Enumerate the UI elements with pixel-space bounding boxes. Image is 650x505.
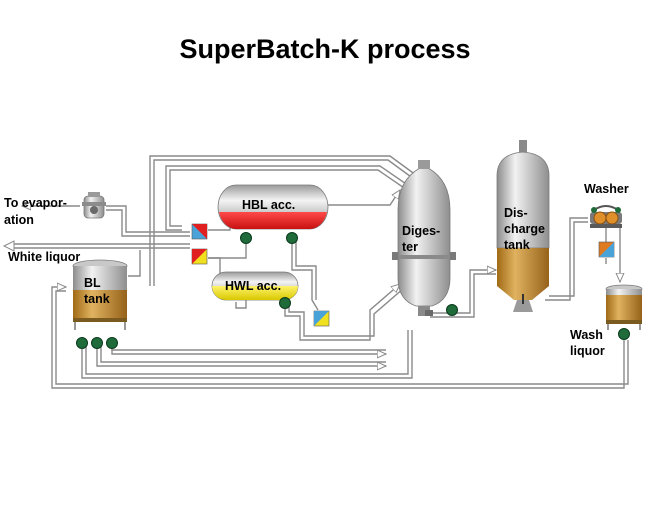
pipe-bl-pump1 [81, 330, 413, 379]
pump-wash-liquor [618, 328, 630, 340]
label-digester-1: Diges- [402, 224, 440, 238]
pipe-hwl-digester-b [288, 287, 405, 337]
heat-exchanger-yellow-blue [313, 310, 330, 327]
label-to-evaporation-2: ation [4, 213, 34, 227]
pipe-top-loop-outer [149, 155, 421, 286]
pump-digester-outlet [446, 304, 458, 316]
hwl-accumulator [211, 271, 299, 301]
label-white-liquor: White liquor [8, 250, 80, 264]
diagram-title: SuperBatch-K process [179, 34, 471, 64]
pump-bl-3 [106, 337, 118, 349]
washer [590, 205, 622, 228]
pipe-hbl-pump2-down-b [295, 238, 317, 300]
pipe-bl-pump2-b [100, 345, 386, 363]
pump-hbl-1 [240, 232, 252, 244]
pipe-wash-liquor-return-inner [55, 290, 629, 385]
heat-exchanger-red-blue [191, 223, 208, 240]
pipe-hwl-digester [284, 284, 400, 341]
label-to-evaporation-1: To evapor- [4, 196, 67, 210]
pipe-bl-pump1-b [85, 330, 409, 375]
pipe-hbl-digester [325, 190, 400, 206]
pipe-top-loop2 [165, 165, 413, 231]
bl-tank [72, 259, 128, 330]
label-digester-2: ter [402, 240, 418, 254]
discharge-tank-skirt [513, 300, 533, 312]
label-wash-liquor-2: liquor [570, 344, 605, 358]
pipe-top-loop-inner [153, 159, 419, 286]
white-liquor-arrow [2, 240, 15, 252]
pipe-discharge-washer [545, 217, 588, 301]
pipe-evap-right-b [106, 209, 190, 237]
label-discharge-tank-1: Dis- [504, 206, 528, 220]
label-discharge-tank-2: charge [504, 222, 545, 236]
hbl-accumulator [217, 184, 329, 230]
label-bl-tank-1: BL [84, 276, 101, 290]
wash-liquor-tank [605, 284, 643, 330]
heat-exchanger-red-yellow [191, 248, 208, 265]
pipe-discharge-washer-b [549, 221, 588, 297]
discharge-tank [496, 140, 550, 312]
label-washer: Washer [584, 182, 629, 196]
pipe-bl-pump3-b [111, 345, 386, 351]
pumps [76, 232, 630, 349]
label-discharge-tank-3: tank [504, 238, 530, 252]
pump-hwl [279, 297, 291, 309]
heat-exchanger-orange-blue [598, 241, 615, 258]
pipe-bl-pump2 [96, 345, 386, 366]
pipe-evap-right [106, 205, 190, 233]
pump-bl-1 [76, 337, 88, 349]
evaporation-filter-device [82, 192, 106, 219]
pipe-wash-liquor-return [51, 287, 625, 389]
pipe-top-loop2-b [169, 169, 411, 227]
label-hwl-acc: HWL acc. [225, 279, 281, 293]
label-wash-liquor-1: Wash [570, 328, 603, 342]
pump-hbl-2 [286, 232, 298, 244]
label-hbl-acc: HBL acc. [242, 198, 295, 212]
pipe-digester-discharge-b [430, 273, 496, 318]
label-bl-tank-2: tank [84, 292, 110, 306]
pipe-hbl-pump2-down [291, 238, 319, 311]
pipe-bl-tank-top [128, 250, 141, 277]
digester [392, 160, 456, 316]
pump-bl-2 [91, 337, 103, 349]
pipe-hbl-pumps [208, 238, 247, 259]
pipe-hwl-left [235, 300, 247, 309]
